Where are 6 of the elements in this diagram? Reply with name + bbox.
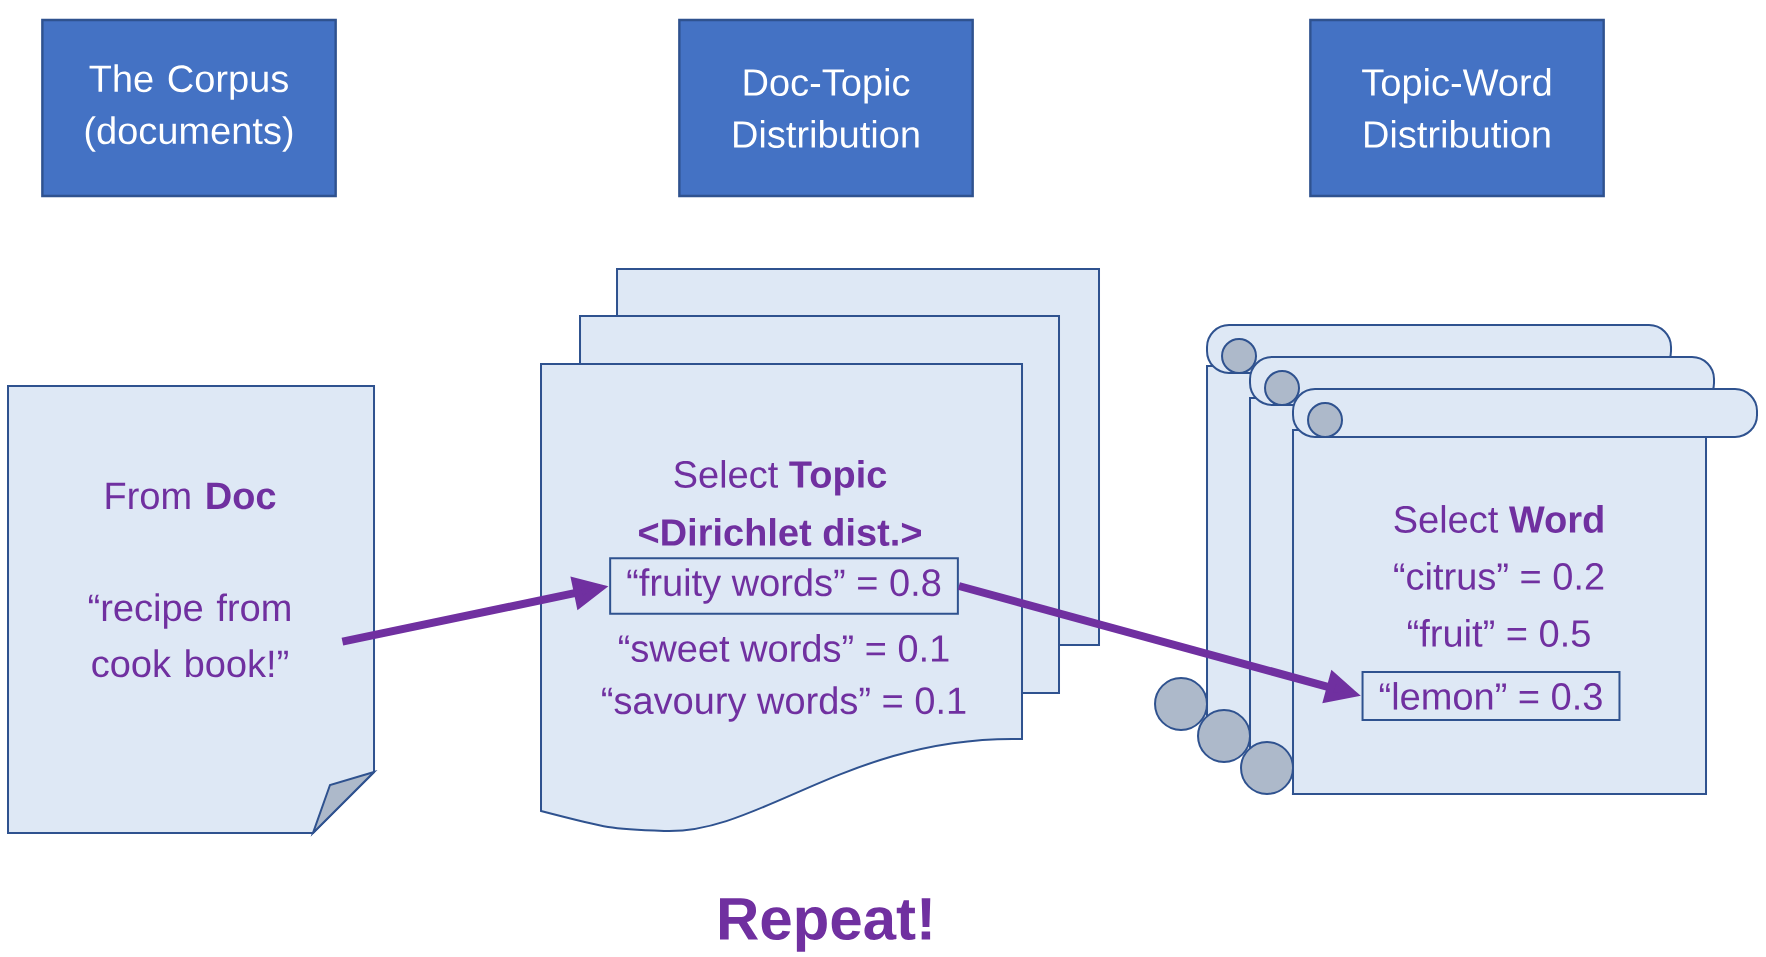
header-box: Topic-Word Distribution (1309, 18, 1605, 198)
header-box: Doc-Topic Distribution (678, 18, 974, 198)
highlight-box: “fruity words” = 0.8 (609, 557, 959, 615)
header-box: The Corpus (documents) (41, 18, 337, 198)
highlight-box: “lemon” = 0.3 (1361, 671, 1621, 721)
repeat-caption: Repeat! (720, 898, 931, 952)
